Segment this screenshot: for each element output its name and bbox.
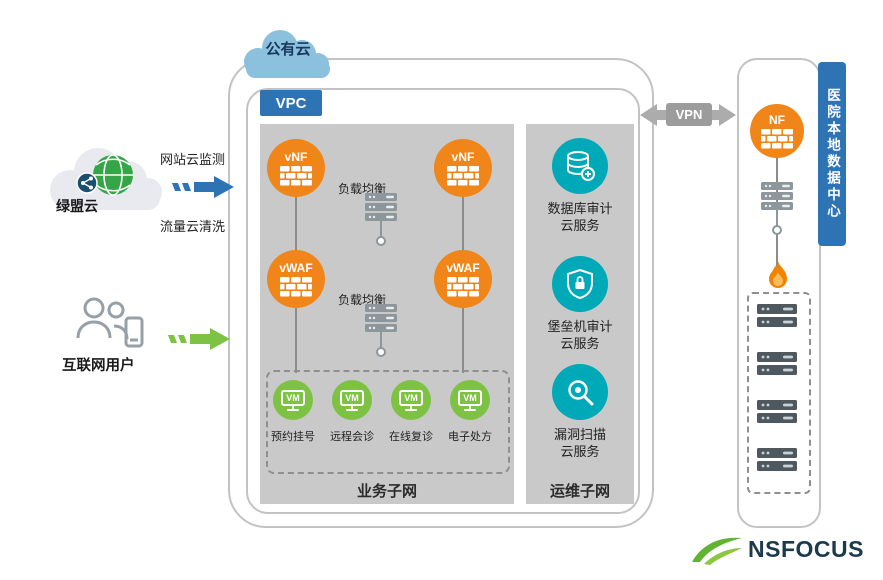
vm-monitor-icon: VM (340, 389, 364, 411)
globe-icon (93, 154, 133, 196)
internet-users-icon (76, 297, 144, 348)
traffic-clean-label: 流量云清洗 (160, 219, 226, 234)
vnf-label: vNF (451, 149, 475, 164)
vnf-node-2: vNF (434, 139, 492, 197)
vm-text: VM (399, 389, 423, 406)
load-balancer-label-1: 负载均衡 (338, 182, 387, 196)
database-audit-icon (567, 151, 595, 181)
business-subnet-title: 业务子网 (356, 483, 417, 500)
vm-node-2: VM (332, 380, 372, 420)
db-audit-node (552, 138, 608, 194)
vm-monitor-icon: VM (281, 389, 305, 411)
vuln-scan-node (552, 364, 608, 420)
vwaf-node-2: vWAF (434, 250, 492, 308)
vnf-label: vNF (284, 149, 308, 164)
vm-text: VM (458, 389, 482, 406)
load-balancer-icon-1 (365, 193, 397, 246)
vm-text: VM (340, 389, 364, 406)
firewall-brick-icon (761, 128, 793, 148)
vwaf-label: vWAF (446, 260, 480, 275)
nsfocus-logo-icon (692, 537, 742, 565)
firewall-brick-icon (280, 276, 312, 296)
vm-service-label-2: 远程会诊 (330, 431, 374, 443)
firewall-brick-icon (280, 165, 312, 185)
vm-node-3: VM (391, 380, 431, 420)
vm-service-label-4: 电子处方 (448, 431, 492, 443)
vnf-node-1: vNF (267, 139, 325, 197)
vm-node-4: VM (450, 380, 490, 420)
share-badge-icon (76, 172, 98, 194)
internet-users-label: 互联网用户 (62, 358, 135, 374)
server-rack-box (747, 292, 811, 494)
server-icon-3 (757, 400, 797, 423)
bastion-shield-icon (567, 268, 593, 300)
web-monitor-label: 网站云监测 (160, 152, 226, 167)
public-cloud-icon (244, 30, 330, 78)
nf-label: NF (769, 112, 785, 127)
blue-flow-arrow-icon (172, 176, 234, 198)
green-flow-arrow-icon (168, 328, 230, 350)
server-icon-2 (757, 352, 797, 375)
vwaf-label: vWAF (279, 260, 313, 275)
flame-icon (769, 261, 787, 288)
vm-service-label-3: 在线复诊 (389, 431, 433, 443)
vm-monitor-icon: VM (399, 389, 423, 411)
switch-stack-icon (761, 182, 793, 235)
load-balancer-icon-2 (365, 304, 397, 357)
vpc-label: VPC (260, 90, 322, 116)
db-audit-label: 数据库审计 云服务 (547, 201, 613, 233)
nsfocus-cloud-label: 绿盟云 (56, 198, 98, 214)
nf-node: NF (750, 104, 804, 158)
vm-node-1: VM (273, 380, 313, 420)
datacenter-title: 医院本地数据中心 (818, 62, 846, 246)
bastion-audit-label: 堡垒机审计 云服务 (547, 319, 613, 351)
firewall-brick-icon (447, 165, 479, 185)
vuln-scan-label: 漏洞扫描 云服务 (553, 427, 606, 459)
firewall-brick-icon (447, 276, 479, 296)
nsfocus-logo-text: NSFOCUS (748, 536, 864, 562)
bastion-audit-node (552, 256, 608, 312)
load-balancer-label-2: 负载均衡 (338, 293, 387, 307)
vm-monitor-icon: VM (458, 389, 482, 411)
vwaf-node-1: vWAF (267, 250, 325, 308)
server-icon-4 (757, 448, 797, 471)
server-icon-1 (757, 304, 797, 327)
ops-subnet-title: 运维子网 (549, 483, 610, 500)
vpn-label: VPN (666, 103, 712, 126)
vm-service-label-1: 预约挂号 (271, 431, 315, 443)
vuln-scan-icon (568, 380, 594, 406)
public-cloud-title: 公有云 (265, 41, 311, 58)
vm-text: VM (281, 389, 305, 406)
vm-group-box (266, 370, 510, 474)
